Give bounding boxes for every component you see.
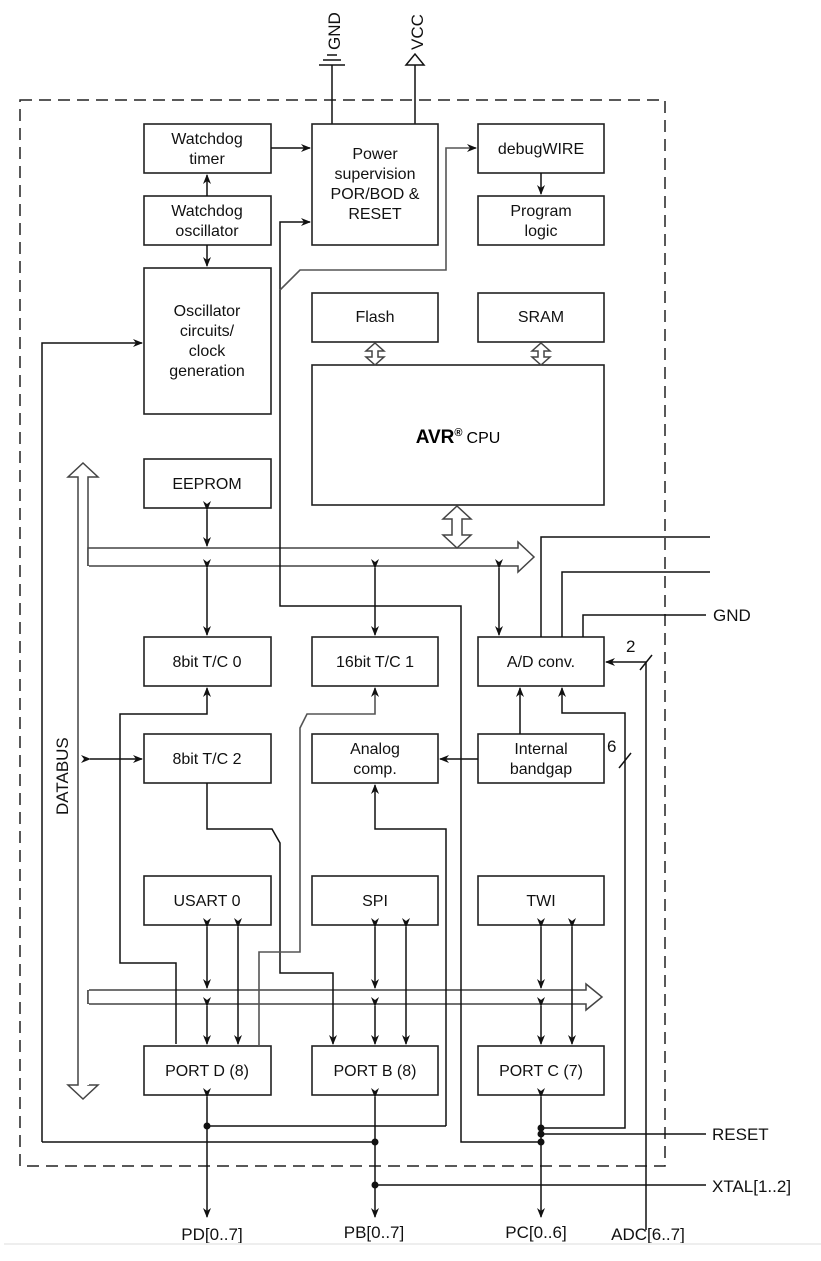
vcc-supply: VCC: [404, 14, 427, 125]
line-to-debugwire: [279, 144, 477, 291]
flash-cpu-arrow: [364, 341, 386, 367]
sram-cpu-arrow: [530, 341, 552, 367]
portc-to-adc: [541, 687, 626, 1129]
watchdog-timer-label-1: Watchdog: [171, 131, 242, 148]
pb-pin-label: PB[0..7]: [344, 1223, 404, 1242]
pd-pin-label: PD[0..7]: [181, 1225, 242, 1244]
tc1-block: [311, 636, 439, 687]
xtal-to-oscillator: [41, 339, 143, 1142]
adc-pin-label: ADC[6..7]: [611, 1225, 685, 1244]
tc2-to-portb: [206, 783, 337, 1045]
junction-dot: [203, 1122, 211, 1130]
watchdog-osc-label-1: Watchdog: [171, 203, 242, 220]
reset-external-label: RESET: [712, 1125, 769, 1144]
analog-comp-label-1: Analog: [350, 741, 400, 758]
cpu-label: AVR®CPU: [416, 427, 501, 448]
tc0-label: 8bit T/C 0: [172, 654, 241, 671]
power-label-3: POR/BOD &: [331, 186, 420, 203]
portd-to-analog-comp: [371, 784, 447, 1126]
watchdog-timer-label-2: timer: [189, 151, 225, 168]
bus-width-tick-2: [639, 654, 653, 671]
xtal-external-label: XTAL[1..2]: [712, 1177, 791, 1196]
sram-label: SRAM: [518, 309, 564, 326]
power-label-1: Power: [352, 146, 398, 163]
eeprom-label: EEPROM: [172, 476, 241, 493]
power-supervision-block: [311, 123, 439, 246]
twi-label: TWI: [526, 893, 555, 910]
watchdog-osc-label-2: oscillator: [175, 223, 239, 240]
gnd-external-label: GND: [713, 606, 751, 625]
portd-to-tc1: [258, 687, 379, 1046]
reset-loop-line: [279, 600, 541, 1143]
bus-width-tick-6: [618, 752, 632, 769]
analog-comp-block: [311, 733, 439, 784]
program-logic-block: [477, 195, 605, 246]
debugwire-label: debugWIRE: [498, 141, 584, 158]
debugwire-block: [477, 123, 605, 174]
adc-label: A/D conv.: [507, 654, 575, 671]
oscillator-block: [143, 267, 272, 415]
power-label-2: supervision: [335, 166, 416, 183]
databus-lower: [87, 982, 604, 1012]
gnd-label: GND: [325, 12, 344, 50]
tc2-label: 8bit T/C 2: [172, 751, 241, 768]
gnd-supply: GND: [319, 12, 345, 125]
bus-width-2: 2: [626, 637, 635, 656]
portc-block: [477, 1045, 605, 1096]
usart-label: USART 0: [174, 893, 241, 910]
agnd-line: [582, 614, 706, 637]
spi-label: SPI: [362, 893, 388, 910]
eeprom-block: [143, 458, 272, 509]
watchdog-timer-block: [143, 123, 272, 174]
portd-block: [143, 1045, 272, 1096]
junction-dot: [371, 1138, 379, 1146]
twi-block: [477, 875, 605, 926]
tc2-block: [143, 733, 272, 784]
vcc-label: VCC: [408, 14, 427, 50]
footer-divider: [4, 1243, 821, 1245]
flash-label: Flash: [355, 309, 394, 326]
cpu-bus-arrow: [441, 504, 473, 550]
usart-block: [143, 875, 272, 926]
chip-boundary: [19, 99, 666, 1167]
portc-label: PORT C (7): [499, 1063, 583, 1080]
oscillator-label-3: clock: [189, 343, 226, 360]
junction-dot: [371, 1181, 379, 1189]
portd-label: PORT D (8): [165, 1063, 249, 1080]
portb-label: PORT B (8): [334, 1063, 417, 1080]
avcc-line: [540, 536, 710, 637]
oscillator-label-1: Oscillator: [174, 303, 241, 320]
analog-comp-label-2: comp.: [353, 761, 397, 778]
program-logic-label-2: logic: [525, 223, 558, 240]
bus-width-6: 6: [607, 737, 616, 756]
aref-line: [561, 571, 710, 637]
junction-dot: [537, 1138, 545, 1146]
tc1-label: 16bit T/C 1: [336, 654, 414, 671]
bandgap-label-1: Internal: [514, 741, 567, 758]
spi-block: [311, 875, 439, 926]
portd-to-tc0: [119, 687, 211, 1044]
junction-dot: [537, 1124, 545, 1132]
sram-block: [477, 292, 605, 343]
tc0-block: [143, 636, 272, 687]
adc-block: [477, 636, 605, 687]
databus-label: DATABUS: [53, 737, 72, 815]
bandgap-label-2: bandgap: [510, 761, 572, 778]
junction-dot: [537, 1130, 545, 1138]
oscillator-label-4: generation: [169, 363, 245, 380]
databus-vertical: [66, 461, 100, 1101]
portb-block: [311, 1045, 439, 1096]
pc-pin-label: PC[0..6]: [505, 1223, 566, 1242]
program-logic-label-1: Program: [510, 203, 571, 220]
reset-line-to-power: [279, 218, 311, 600]
databus-upper: [87, 540, 536, 574]
cpu-block: [311, 364, 605, 506]
oscillator-label-2: circuits/: [180, 323, 235, 340]
power-label-4: RESET: [348, 206, 402, 223]
flash-block: [311, 292, 439, 343]
